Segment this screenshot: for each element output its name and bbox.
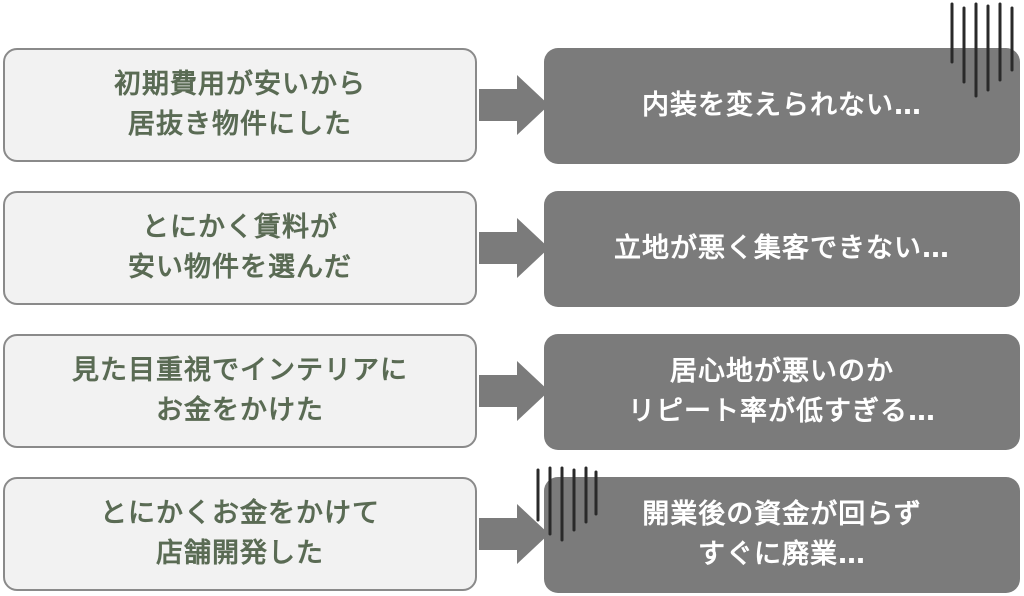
- cause-line: とにかく賃料が: [142, 212, 338, 243]
- result-line: 居心地が悪いのか: [670, 356, 894, 387]
- diagram-row: 初期費用が安いから 居抜き物件にした 内装を変えられない…: [0, 48, 1024, 164]
- result-text: 居心地が悪いのか リピート率が低すぎる…: [628, 352, 936, 432]
- cause-box: 見た目重視でインテリアに お金をかけた: [3, 334, 477, 448]
- cause-line: 居抜き物件にした: [128, 109, 352, 140]
- cause-text: 初期費用が安いから 居抜き物件にした: [114, 65, 366, 145]
- cause-line: 安い物件を選んだ: [128, 252, 352, 283]
- cause-line: お金をかけた: [156, 395, 324, 426]
- result-text: 開業後の資金が回らず すぐに廃業…: [642, 495, 921, 575]
- gloom-lines-icon: [536, 466, 598, 542]
- result-line: リピート率が低すぎる…: [628, 396, 936, 427]
- cause-text: 見た目重視でインテリアに お金をかけた: [72, 351, 408, 431]
- result-line: 内装を変えられない…: [642, 90, 922, 121]
- diagram-row: とにかくお金をかけて 店舗開発した 開業後の資金が回らず すぐに廃業…: [0, 477, 1024, 593]
- diagram-row: 見た目重視でインテリアに お金をかけた 居心地が悪いのか リピート率が低すぎる…: [0, 334, 1024, 450]
- result-line: 立地が悪く集客できない…: [614, 233, 950, 264]
- diagram-row: とにかく賃料が 安い物件を選んだ 立地が悪く集客できない…: [0, 191, 1024, 307]
- cause-box: とにかく賃料が 安い物件を選んだ: [3, 191, 477, 305]
- result-box: 立地が悪く集客できない…: [544, 191, 1020, 307]
- cause-line: 見た目重視でインテリアに: [72, 355, 408, 386]
- cause-line: 店舗開発した: [156, 538, 324, 569]
- right-arrow-icon: [479, 361, 549, 421]
- right-arrow-icon: [479, 504, 549, 564]
- cause-line: 初期費用が安いから: [114, 69, 366, 100]
- cause-text: とにかくお金をかけて 店舗開発した: [100, 494, 380, 574]
- result-box: 開業後の資金が回らず すぐに廃業…: [544, 477, 1020, 593]
- cause-box: 初期費用が安いから 居抜き物件にした: [3, 48, 477, 162]
- cause-text: とにかく賃料が 安い物件を選んだ: [128, 208, 352, 288]
- right-arrow-icon: [479, 218, 549, 278]
- right-arrow-icon: [479, 75, 549, 135]
- gloom-lines-icon: [950, 2, 1014, 98]
- result-box: 内装を変えられない…: [544, 48, 1020, 164]
- cause-box: とにかくお金をかけて 店舗開発した: [3, 477, 477, 591]
- result-line: すぐに廃業…: [698, 539, 866, 570]
- result-text: 内装を変えられない…: [642, 86, 922, 126]
- cause-line: とにかくお金をかけて: [100, 498, 380, 529]
- result-line: 開業後の資金が回らず: [642, 499, 922, 530]
- result-text: 立地が悪く集客できない…: [614, 229, 950, 269]
- result-box: 居心地が悪いのか リピート率が低すぎる…: [544, 334, 1020, 450]
